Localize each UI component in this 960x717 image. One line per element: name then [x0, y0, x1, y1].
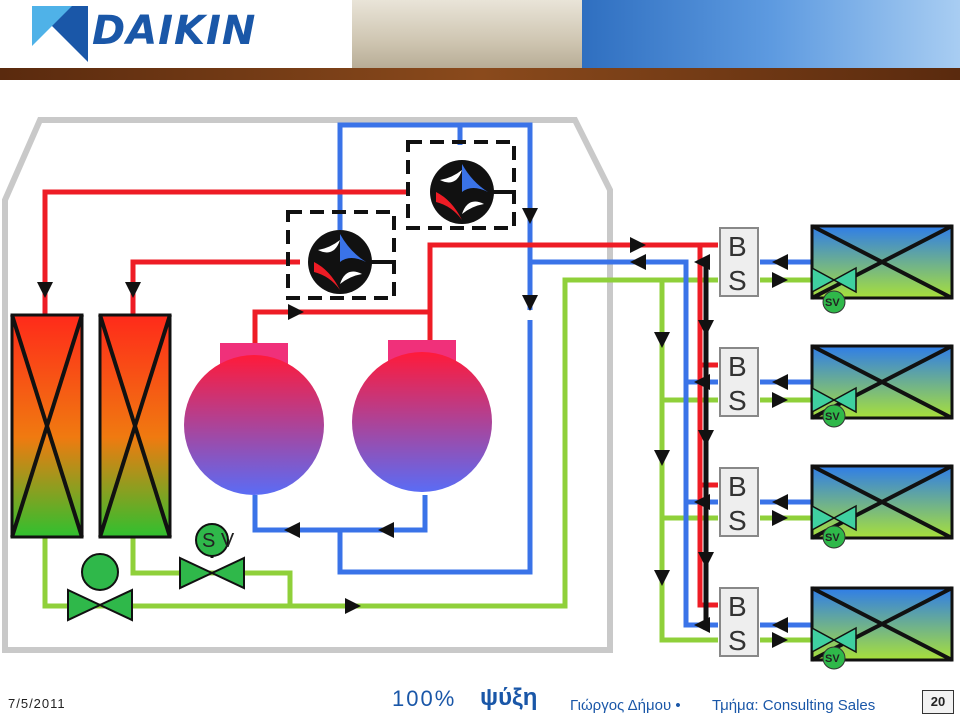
bs-box-1: B S [719, 227, 759, 297]
header-photo [352, 0, 582, 68]
bs-box-letter-b: B [728, 231, 747, 262]
footer-author: Γιώργος Δήμου • [570, 697, 681, 714]
sv-label: SV [825, 297, 840, 309]
receiver-valve-label: S V [202, 530, 235, 552]
bs-box-2: B S [719, 347, 759, 417]
four-way-valve-2 [406, 140, 516, 230]
indoor-sv-valve-3: SV [811, 504, 857, 549]
sv-label: SV [825, 653, 840, 665]
indoor-sv-valve-2: SV [811, 386, 857, 428]
daikin-logo-icon [32, 6, 88, 62]
bs-box-letter-b: B [728, 351, 747, 382]
bs-box-4: B S [719, 587, 759, 657]
header-divider [0, 68, 960, 80]
indoor-unit-1 [810, 224, 954, 300]
flow-arrows [37, 208, 788, 648]
footer-date: 7/5/2011 [8, 696, 66, 711]
logo-text: DAIKIN [92, 8, 257, 54]
vrv-heat-recovery-diagram: S V B S [2, 117, 954, 670]
footer-department: Τμήμα: Consulting Sales [712, 697, 876, 714]
bs-box-letter-b: B [728, 591, 747, 622]
bs-box-3: B S [719, 467, 759, 537]
compressor-2 [352, 340, 492, 492]
sv-label: SV [825, 411, 840, 423]
sv-label: SV [825, 532, 840, 544]
header-map-image [582, 0, 960, 68]
solenoid-valve-icon: S V [179, 523, 245, 590]
indoor-unit-4 [810, 586, 954, 662]
header: DAIKIN [0, 0, 960, 70]
bs-box-letter-s: S [728, 505, 747, 536]
indoor-sv-valve-1: SV [811, 266, 857, 314]
mode-word: ψύξη [480, 684, 538, 711]
indoor-sv-valve-4: SV [811, 626, 857, 670]
bs-box-letter-s: S [728, 625, 747, 656]
mode-percent: 100% [392, 686, 457, 711]
page-number: 20 [922, 690, 954, 714]
expansion-valve-icon [67, 553, 133, 622]
four-way-valve-1 [286, 210, 396, 300]
bs-box-letter-s: S [728, 265, 747, 296]
bs-box-letter-b: B [728, 471, 747, 502]
outdoor-coil-2 [98, 313, 172, 539]
outdoor-coil-1 [10, 313, 84, 539]
bs-box-letter-s: S [728, 385, 747, 416]
compressor-1 [184, 343, 324, 495]
